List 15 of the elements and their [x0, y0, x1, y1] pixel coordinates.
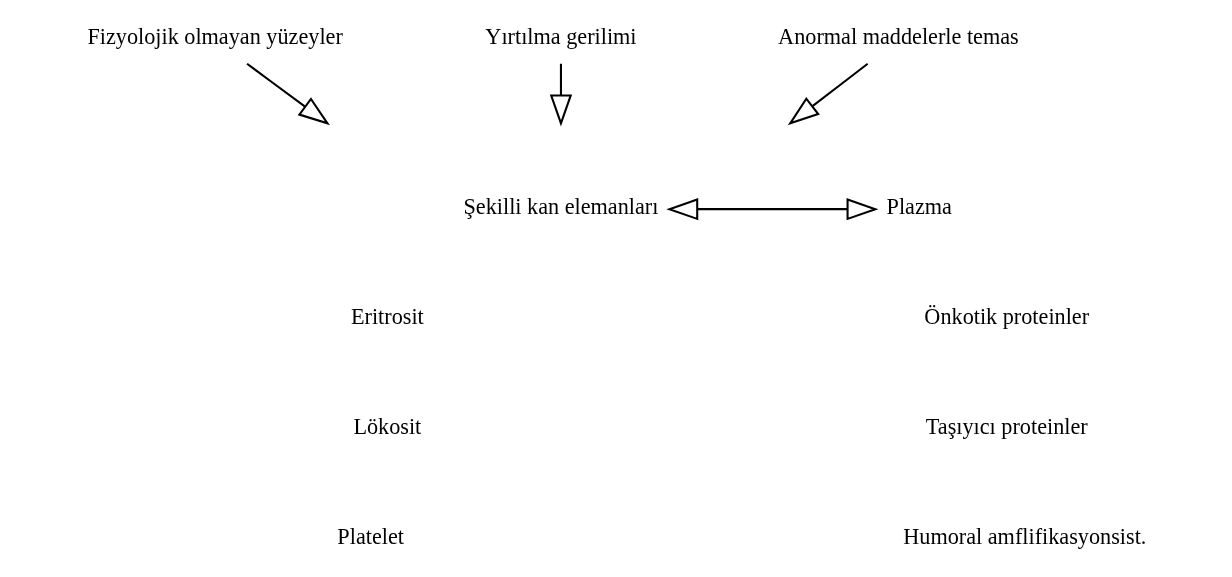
- label: Taşıyıcı proteinler: [925, 413, 1088, 439]
- arrow: [665, 197, 878, 221]
- node-text: Anormal maddelerle temas: [777, 23, 1019, 49]
- node-text: Şekilli kan elemanları: [462, 194, 658, 220]
- label: Platelet: [336, 523, 404, 549]
- label: Önkotik proteinler: [923, 304, 1089, 330]
- label: Humoral amflifikasyonsist.: [902, 523, 1146, 549]
- arrow: [245, 62, 330, 126]
- node-text: Plazma: [886, 194, 952, 220]
- arrow: [787, 62, 868, 126]
- node-text: Yırtılma gerilimi: [484, 23, 637, 49]
- node-text: Fizyolojik olmayan yüzeyler: [86, 23, 343, 49]
- label: Lökosit: [352, 413, 421, 439]
- label: Eritrosit: [350, 304, 424, 330]
- arrow: [549, 63, 572, 127]
